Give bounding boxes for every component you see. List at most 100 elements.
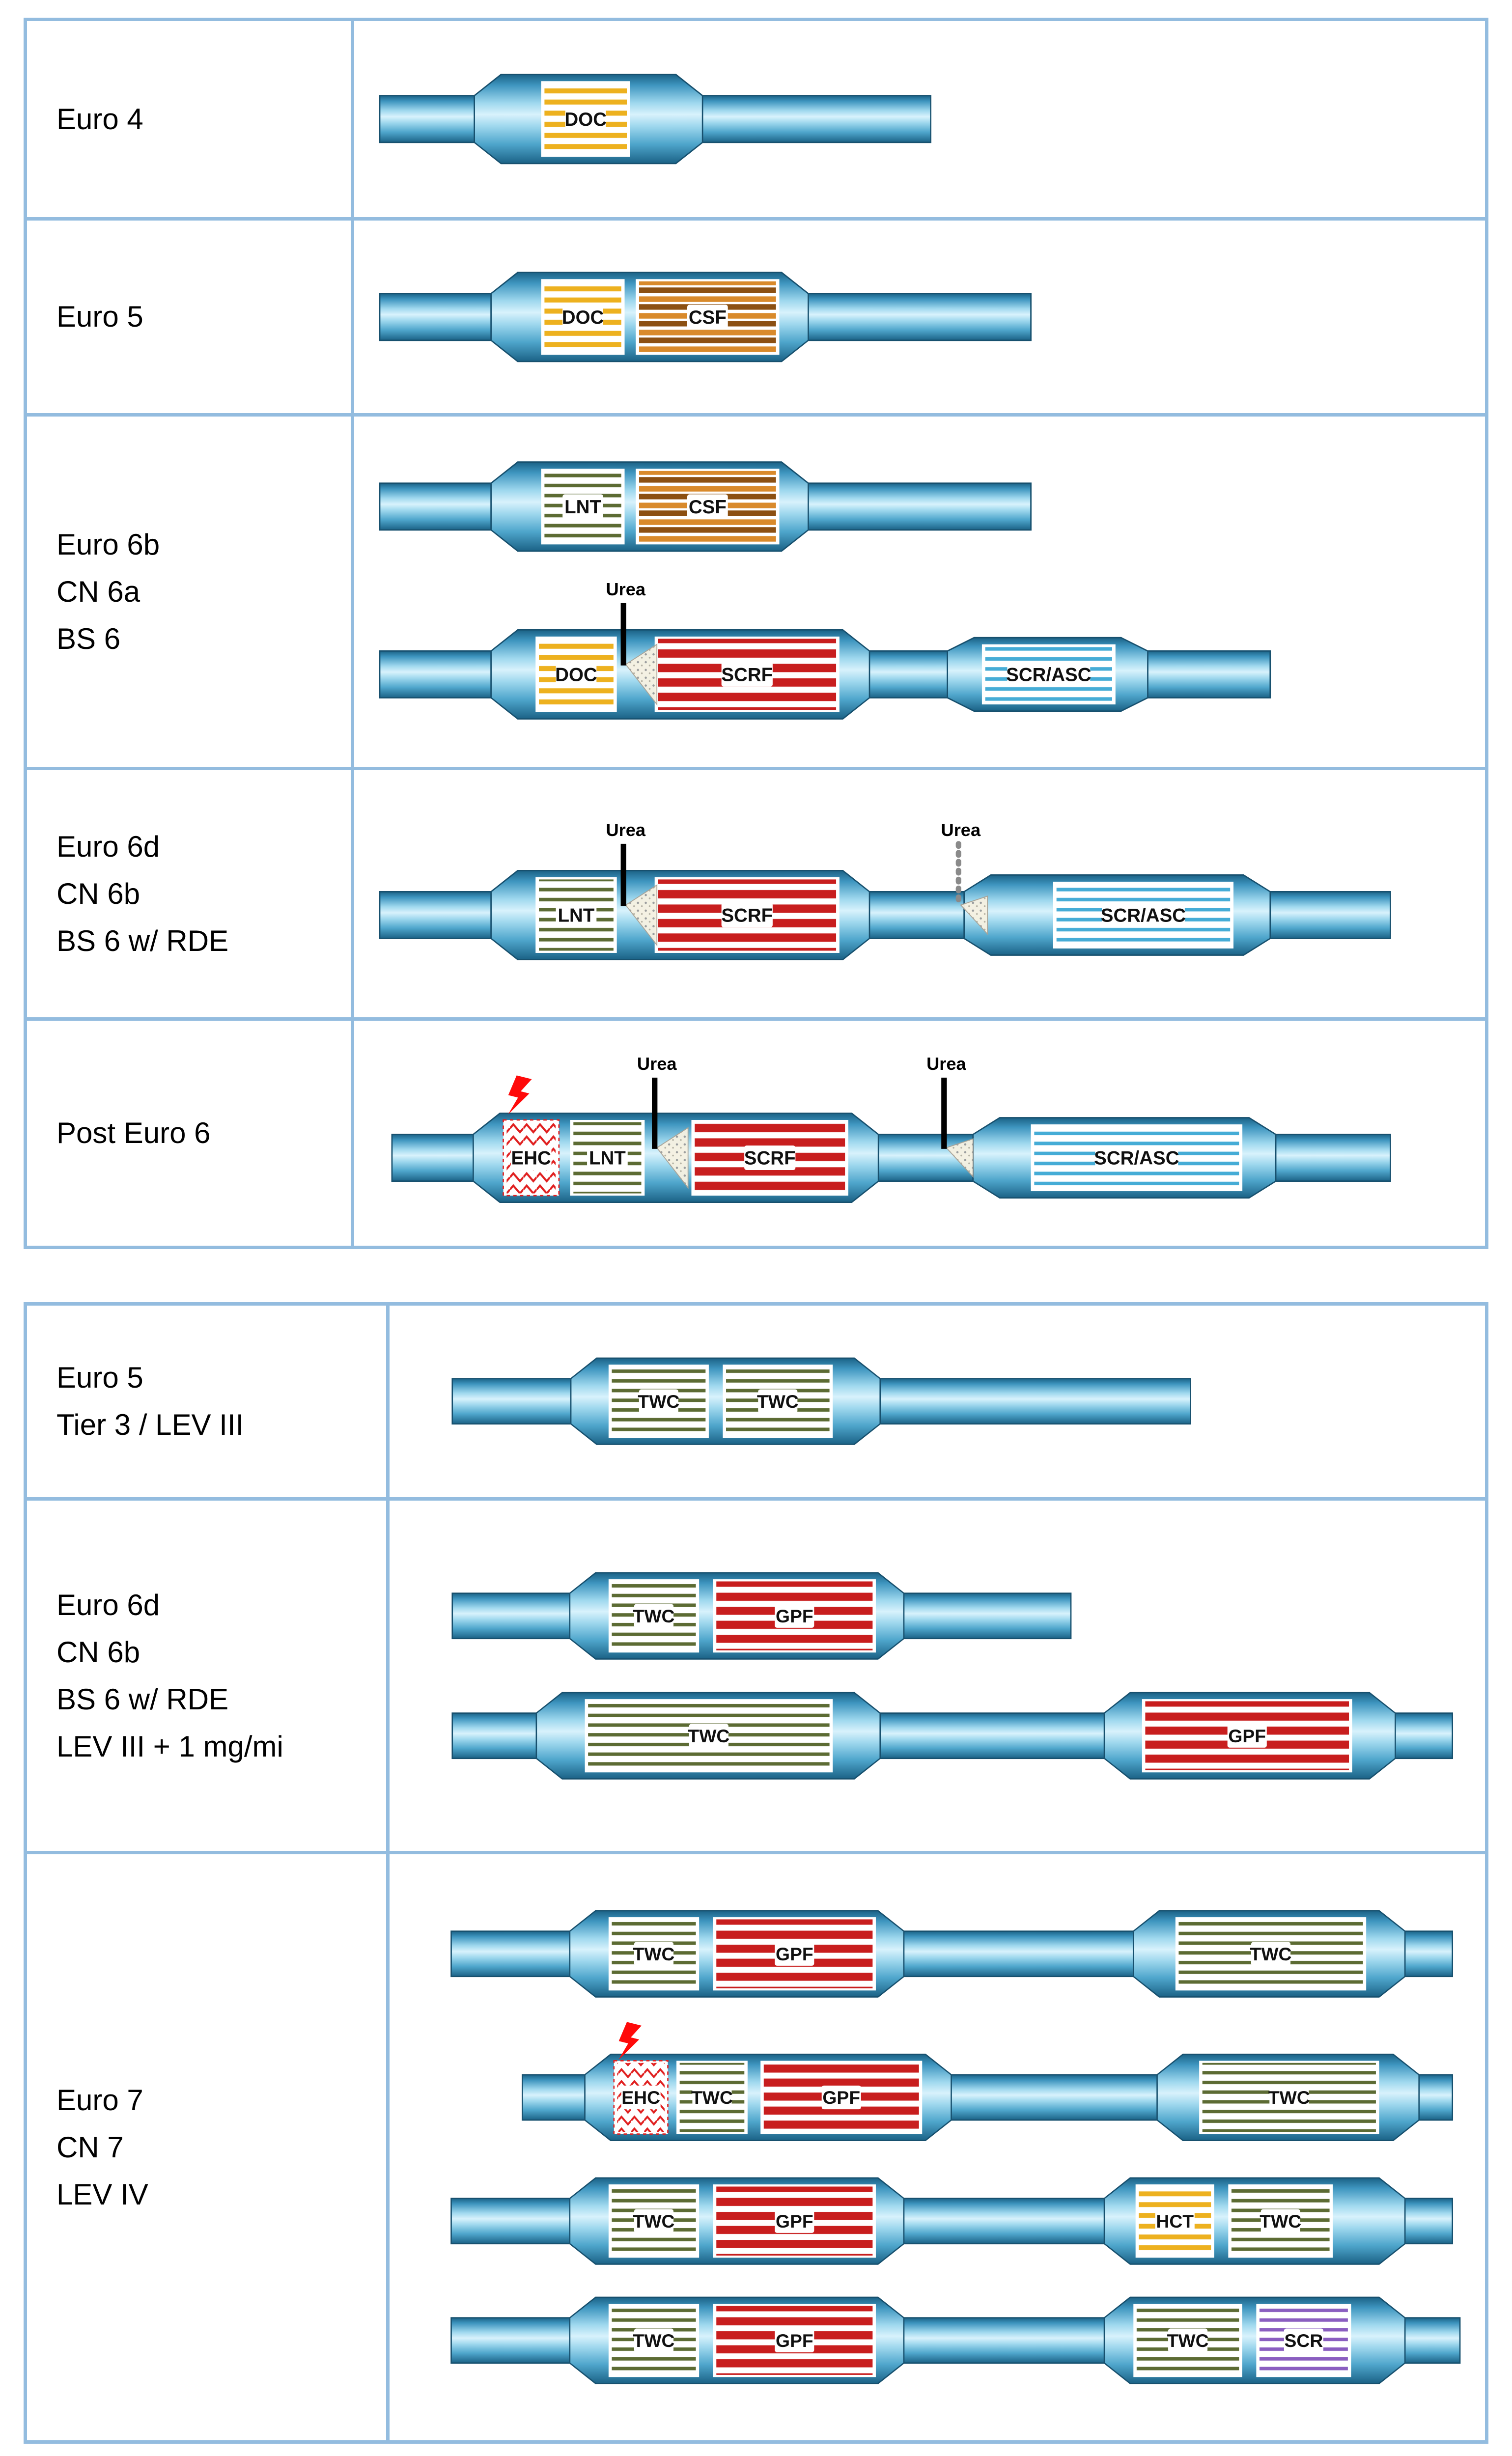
- brick-label-bg: [721, 902, 773, 927]
- brick-label: TWC: [633, 1944, 675, 1964]
- brick-label-bg: [1168, 2328, 1208, 2353]
- brick-label-bg: [639, 1389, 678, 1414]
- brick-label: HCT: [1156, 2211, 1194, 2232]
- brick-label-bg: [556, 902, 597, 927]
- brick-label-bg: [721, 662, 773, 687]
- brick-label-bg: [1269, 2085, 1309, 2109]
- brick-label-bg: [687, 305, 728, 329]
- standard-label-line: Euro 5: [56, 1361, 143, 1394]
- exhaust-diagrams: EHC LNT SCRF SCR/ASC Urea Urea: [354, 1021, 1485, 1246]
- brick-label: DOC: [555, 664, 597, 685]
- standard-row: Euro 4 DOC: [27, 21, 1485, 217]
- standard-label-line: Euro 6d: [56, 830, 160, 863]
- brick-label: TWC: [633, 2211, 675, 2232]
- urea-injector: Urea: [606, 820, 658, 947]
- brick-label-bg: [562, 494, 603, 519]
- brick-label-bg: [687, 494, 728, 519]
- urea-label: Urea: [637, 1054, 677, 1074]
- brick-label: LNT: [589, 1147, 626, 1169]
- brick-label-bg: [562, 305, 603, 329]
- standard-label-line: Post Euro 6: [56, 1116, 211, 1149]
- urea-label: Urea: [606, 820, 645, 840]
- exhaust-diagrams: DOC: [354, 21, 1485, 217]
- brick-label: GPF: [776, 2211, 813, 2232]
- urea-spray-cone-icon: [625, 884, 658, 947]
- brick-label: TWC: [1260, 2211, 1301, 2232]
- brick-label: TWC: [638, 1391, 679, 1412]
- brick-label: EHC: [511, 1147, 551, 1169]
- standard-label: Euro 5: [27, 221, 354, 413]
- exhaust-pipe-diagram: DOC CSF: [379, 272, 1032, 362]
- brick-label-bg: [1227, 1724, 1267, 1748]
- brick-label: GPF: [1228, 1725, 1266, 1746]
- brick-label-bg: [1007, 662, 1091, 687]
- standard-label-line: Euro 5: [56, 300, 143, 333]
- standard-label-line: CN 6b: [56, 1635, 140, 1669]
- brick-label: SCRF: [721, 905, 773, 926]
- exhaust-pipe-diagram: EHC LNT SCRF SCR/ASC Urea Urea: [391, 1054, 1391, 1203]
- brick-label: SCR/ASC: [1094, 1147, 1179, 1169]
- brick-label: SCR/ASC: [1006, 664, 1091, 685]
- brick-label-bg: [775, 1942, 814, 1966]
- standard-label-line: Euro 4: [56, 102, 143, 136]
- brick-label-bg: [1260, 2209, 1300, 2233]
- exhaust-pipe-diagram: TWC GPF HCT TWC: [450, 2177, 1454, 2265]
- brick-label-bg: [556, 662, 597, 687]
- brick-label-bg: [1251, 1942, 1291, 1966]
- brick-label-bg: [821, 2085, 861, 2109]
- urea-label: Urea: [926, 1054, 966, 1074]
- brick-label: LNT: [558, 905, 595, 926]
- exhaust-pipe-diagram: DOC: [379, 74, 932, 165]
- brick-label: TWC: [1167, 2330, 1209, 2351]
- brick-label-bg: [634, 1942, 674, 1966]
- standard-label-line: LEV III + 1 mg/mi: [56, 1730, 283, 1763]
- standard-label-line: CN 6a: [56, 575, 140, 608]
- brick-label: SCR: [1285, 2330, 1323, 2351]
- brick-label: TWC: [633, 1606, 675, 1626]
- brick-label: TWC: [1268, 2087, 1310, 2108]
- brick-label: GPF: [776, 1944, 813, 1964]
- urea-injector: Urea: [926, 1054, 974, 1178]
- standard-label: Euro 4: [27, 21, 354, 217]
- brick-label-bg: [510, 1145, 552, 1170]
- urea-injector: Urea: [941, 820, 988, 935]
- brick-label: SCRF: [744, 1147, 796, 1169]
- brick-label: DOC: [562, 307, 604, 328]
- brick-label-bg: [621, 2085, 661, 2109]
- brick-label-bg: [692, 2085, 732, 2109]
- brick-label: LNT: [564, 497, 601, 518]
- standard-label-line: BS 6 w/ RDE: [56, 924, 229, 957]
- brick-label-bg: [1155, 2209, 1195, 2233]
- urea-injector: Urea: [606, 579, 658, 706]
- brick-label-bg: [758, 1389, 798, 1414]
- standard-label: Post Euro 6: [27, 1021, 354, 1246]
- brick-label: GPF: [822, 2087, 860, 2108]
- ehc-brick-border: [503, 1119, 560, 1197]
- standard-label-line: Euro 6d: [56, 1588, 160, 1621]
- brick-label: CSF: [689, 307, 727, 328]
- urea-label: Urea: [941, 820, 981, 840]
- exhaust-diagrams: DOC CSF: [354, 221, 1485, 413]
